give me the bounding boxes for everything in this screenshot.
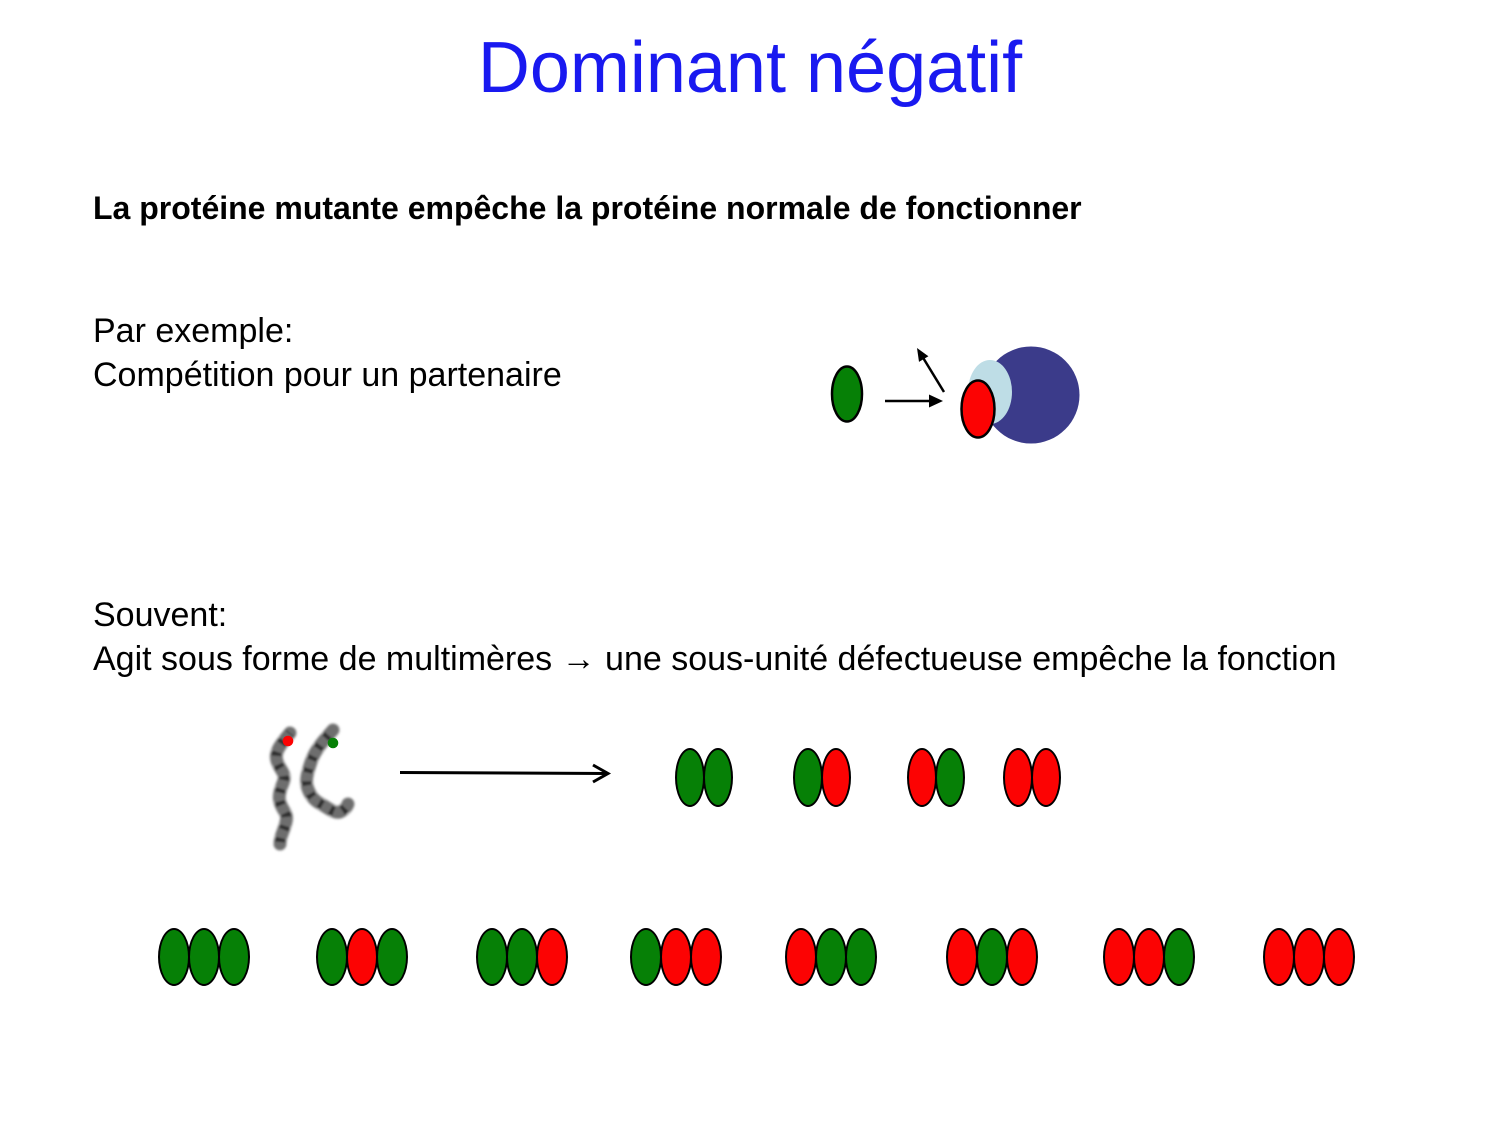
protein-subunit-green (506, 928, 538, 986)
protein-subunit-green (703, 748, 733, 807)
protein-subunit-red (1293, 928, 1325, 986)
trimer-2-grg (316, 928, 408, 986)
protein-subunit-red (1103, 928, 1135, 986)
example-line-2: Compétition pour un partenaire (93, 356, 562, 394)
protein-subunit-red (821, 748, 851, 807)
protein-subunit-red (907, 748, 937, 807)
protein-subunit-red (1031, 748, 1061, 807)
often-line-1: Souvent: (93, 596, 228, 634)
trimer-8-rrr (1263, 928, 1355, 986)
chromatid-right (299, 723, 355, 820)
protein-subunit-red (690, 928, 722, 986)
mutant-protein-oval (960, 379, 996, 439)
dimer-3-rg (907, 748, 965, 807)
dimer-2-gr (793, 748, 851, 807)
protein-subunit-green (976, 928, 1008, 986)
monomer-oval-green (830, 365, 864, 423)
allele-marker-green (327, 737, 339, 749)
trimer-1-ggg (158, 928, 250, 986)
arrow-deflected (917, 348, 946, 393)
often-line-2: Agit sous forme de multimères → une sous… (93, 640, 1337, 678)
protein-subunit-red (785, 928, 817, 986)
trimer-4-grr (630, 928, 722, 986)
partner-protein-circle (982, 346, 1080, 444)
trimer-6-rgr (946, 928, 1038, 986)
chromosome-figure (269, 723, 612, 851)
dimer-4-rr (1003, 748, 1061, 807)
trimer-5-rgg (785, 928, 877, 986)
chromatid-left (269, 726, 297, 851)
protein-subunit-green (158, 928, 190, 986)
example-block: Par exemple: Compétition pour un partena… (93, 309, 562, 397)
example-line-1: Par exemple: (93, 312, 294, 350)
dimer-1-gg (675, 748, 733, 807)
protein-subunit-red (1003, 748, 1033, 807)
slide-title: Dominant négatif (477, 28, 1023, 108)
protein-subunit-green (793, 748, 823, 807)
protein-subunit-green (815, 928, 847, 986)
protein-subunit-green (1163, 928, 1195, 986)
protein-subunit-green (630, 928, 662, 986)
trimer-3-ggr (476, 928, 568, 986)
protein-subunit-green (188, 928, 220, 986)
protein-subunit-red (1263, 928, 1295, 986)
protein-subunit-red (536, 928, 568, 986)
protein-subunit-green (935, 748, 965, 807)
protein-subunit-green (316, 928, 348, 986)
protein-subunit-red (660, 928, 692, 986)
protein-subunit-red (1133, 928, 1165, 986)
protein-subunit-red (1323, 928, 1355, 986)
protein-subunit-green (675, 748, 705, 807)
long-right-arrow (399, 763, 612, 784)
statement-text: La protéine mutante empêche la protéine … (93, 190, 1082, 226)
competition-diagram (830, 346, 1080, 444)
arrow-to-complex (885, 394, 943, 408)
trimer-7-rrg (1103, 928, 1195, 986)
protein-subunit-green (845, 928, 877, 986)
protein-subunit-red (946, 928, 978, 986)
allele-marker-red (282, 735, 294, 747)
protein-subunit-red (346, 928, 378, 986)
often-block: Souvent: Agit sous forme de multimères →… (93, 593, 1337, 681)
protein-subunit-green (376, 928, 408, 986)
protein-subunit-green (218, 928, 250, 986)
protein-subunit-green (476, 928, 508, 986)
protein-subunit-red (1006, 928, 1038, 986)
